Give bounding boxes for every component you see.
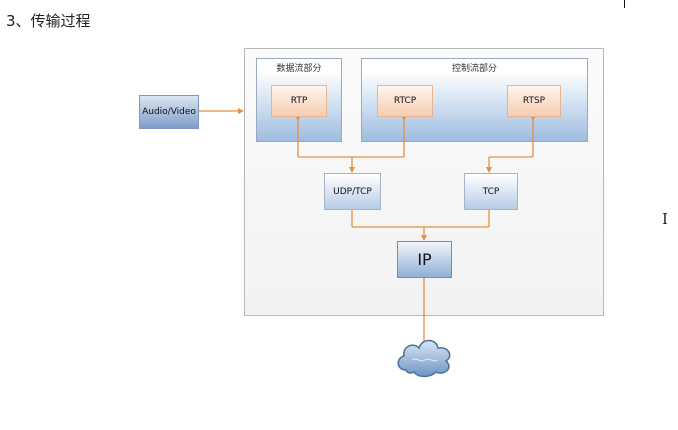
control-stream-panel-title: 控制流部分: [451, 64, 497, 74]
data-stream-panel-title: 数据流部分: [276, 64, 322, 74]
audio-video-node: Audio/Video: [139, 95, 199, 129]
text-cursor: [624, 0, 625, 8]
section-heading: 3、传输过程: [6, 12, 91, 30]
ibeam-cursor-icon: I: [662, 210, 668, 228]
rtcp-node: RTCP: [377, 85, 433, 117]
rtp-node: RTP: [271, 85, 327, 117]
rtsp-node: RTSP: [507, 85, 561, 117]
ip-node: IP: [397, 241, 452, 278]
udp-tcp-node: UDP/TCP: [324, 173, 381, 210]
network-cloud-icon: [397, 339, 451, 378]
tcp-node: TCP: [464, 173, 518, 210]
